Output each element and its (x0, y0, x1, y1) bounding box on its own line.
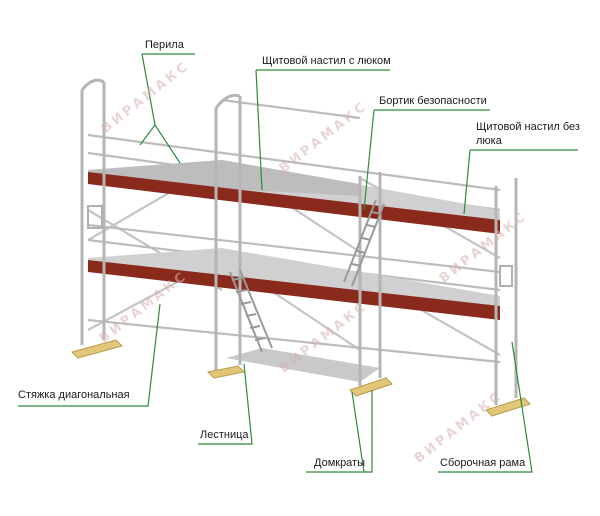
label-deck-without-hatch: Щитовой настил без люка (476, 121, 580, 147)
label-ladder: Лестница (200, 429, 249, 441)
ladder-upper (343, 199, 385, 287)
label-toe-board: Бортик безопасности (379, 95, 487, 107)
upper-deck (88, 160, 500, 234)
leader-lines (18, 53, 578, 473)
ladder-lower (229, 269, 273, 353)
jacks (71, 339, 531, 417)
assembly-frames (80, 78, 518, 405)
label-jacks: Домкраты (314, 457, 366, 469)
label-railing: Перила (145, 39, 184, 51)
lower-deck (88, 248, 500, 320)
bottom-deck (226, 348, 380, 382)
label-frame: Сборочная рама (440, 457, 526, 469)
label-deck-with-hatch: Щитовой настил с люком (262, 55, 391, 67)
side-frame-boxes (87, 205, 513, 287)
upper-toe-board (88, 172, 500, 234)
label-diagonal-brace: Стяжка диагональная (18, 389, 130, 401)
lower-toe-board (88, 260, 500, 320)
guard-rails (87, 98, 501, 364)
